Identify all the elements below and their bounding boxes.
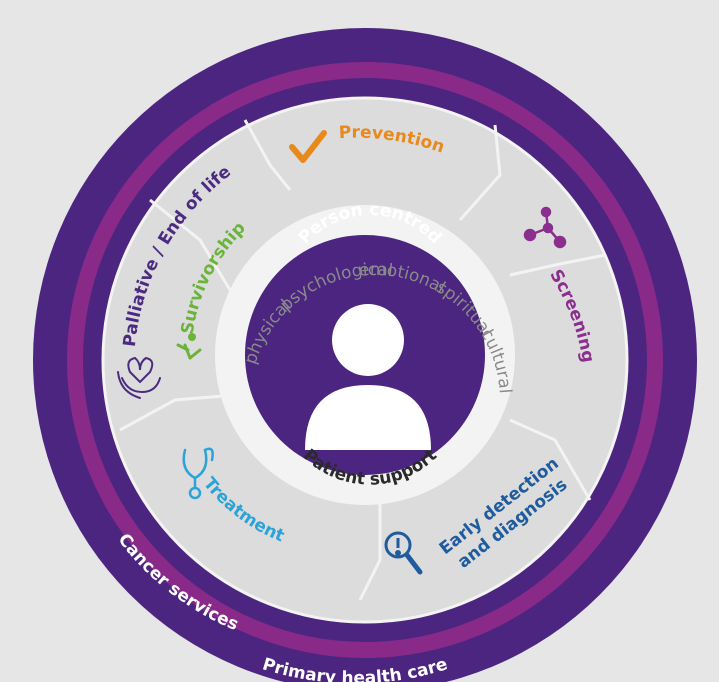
checkmark-icon (289, 130, 327, 163)
runner-icon (176, 333, 202, 360)
caring-hands-icon (117, 356, 161, 399)
stethoscope-icon (182, 447, 214, 500)
molecule-icon (523, 206, 567, 249)
person-icon (305, 304, 431, 450)
magnifier-icon (384, 531, 423, 575)
